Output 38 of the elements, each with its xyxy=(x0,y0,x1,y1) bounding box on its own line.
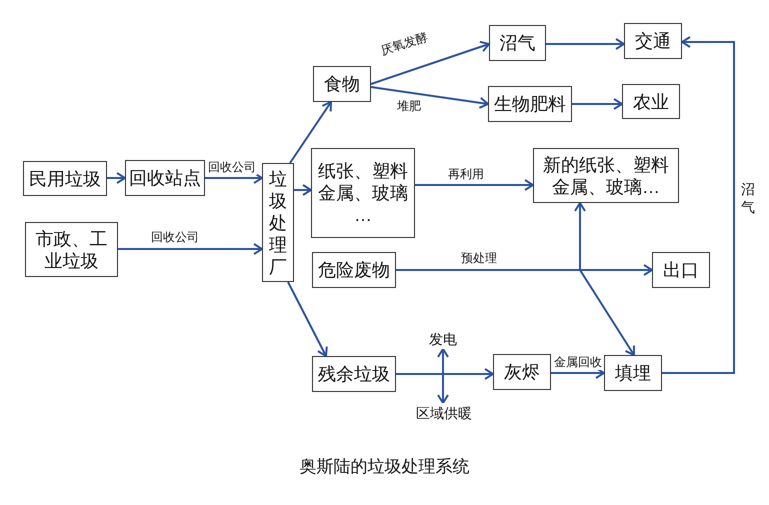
process-box: 生物肥料 xyxy=(488,86,572,122)
process-box: 回收站点 xyxy=(125,160,205,196)
arrow xyxy=(370,86,489,109)
arrow xyxy=(572,98,623,110)
arrow xyxy=(370,40,490,85)
arrow xyxy=(289,101,332,164)
arrow xyxy=(546,38,625,50)
edge-label: 再利用 xyxy=(447,167,485,182)
process-box: 沼气 xyxy=(489,25,546,61)
process-box: 灰烬 xyxy=(493,354,551,390)
edge-label: 金属回收 xyxy=(553,355,603,370)
arrow xyxy=(396,373,449,404)
arrow xyxy=(107,172,126,184)
process-box: 危险废物 xyxy=(312,252,396,288)
process-box: 农业 xyxy=(622,84,680,119)
edge-label: 沼气 xyxy=(740,180,757,216)
diagram-title: 奥斯陆的垃圾处理系统 xyxy=(298,456,470,478)
arrow xyxy=(205,172,263,184)
edge-label: 厌氧发酵 xyxy=(378,29,430,59)
arrow xyxy=(294,184,312,196)
process-box: 出口 xyxy=(652,252,710,288)
edge-label: 回收公司 xyxy=(150,230,200,245)
process-box: 交通 xyxy=(624,23,682,59)
edge-label: 堆肥 xyxy=(396,99,422,114)
process-box: 填埋 xyxy=(604,355,662,391)
arrow xyxy=(287,282,328,357)
edge-label: 回收公司 xyxy=(207,160,257,175)
arrow xyxy=(415,179,534,191)
process-box: 残余垃圾 xyxy=(312,356,396,392)
process-box: 民用垃圾 xyxy=(23,161,107,196)
process-box: 市政、工业垃圾 xyxy=(25,222,118,277)
process-box: 新的纸张、塑料金属、玻璃… xyxy=(533,148,679,203)
arrow xyxy=(662,36,735,374)
process-box: 垃圾处理厂 xyxy=(262,163,294,282)
process-box: 食物 xyxy=(313,66,371,102)
edge-label: 预处理 xyxy=(460,251,498,266)
process-box: 纸张、塑料金属、玻璃… xyxy=(311,148,415,238)
arrow xyxy=(118,243,263,255)
